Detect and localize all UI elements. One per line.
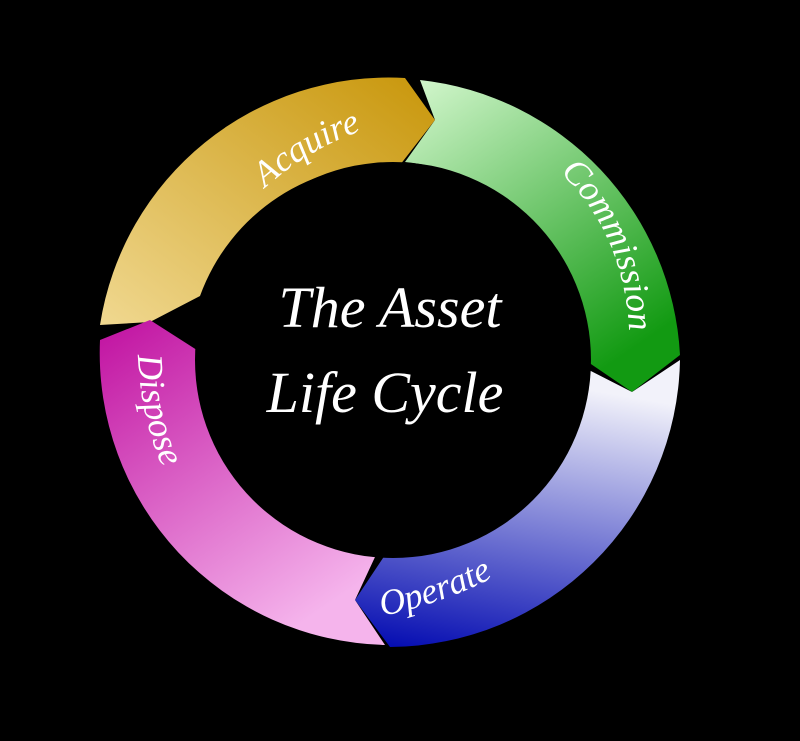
title-line-2: Life Cycle bbox=[266, 360, 504, 425]
operate-segment bbox=[355, 360, 680, 647]
acquire-segment bbox=[100, 77, 435, 325]
title-line-1: The Asset bbox=[279, 275, 504, 340]
center-disc bbox=[195, 162, 591, 558]
